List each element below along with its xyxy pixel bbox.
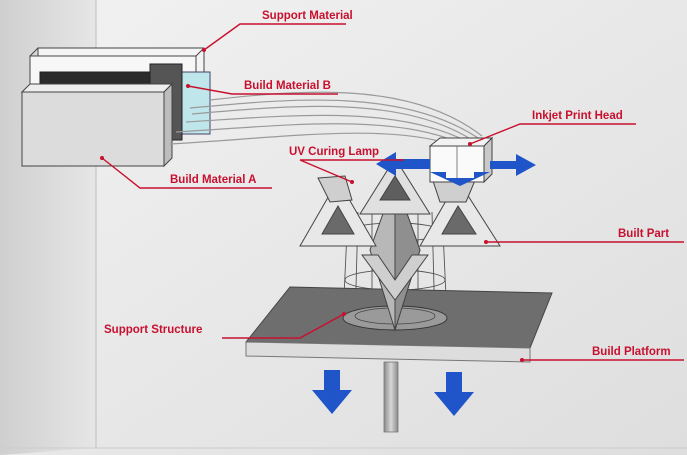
leader-build-material-a [101,157,272,189]
head-left-arrow [376,152,430,176]
leader-build-material-b [187,85,338,95]
leader-uv-curing-lamp [299,159,404,183]
head-down-arrow [430,172,490,186]
platform-rod [383,361,399,433]
motion-arrows [312,152,536,416]
label-build-material-a: Build Material A [170,174,256,186]
platform-down-arrow-left [312,370,352,414]
leader-inkjet-print-head [469,123,636,145]
head-right-arrow [490,154,536,176]
material-cartridges [20,47,211,168]
callout-leaders [101,23,684,361]
leader-support-material [203,23,346,51]
label-build-platform: Build Platform [592,346,671,358]
label-support-structure: Support Structure [104,324,202,336]
built-part [299,157,501,332]
leader-endpoints [100,48,524,362]
label-inkjet-print-head: Inkjet Print Head [532,110,623,122]
leader-support-structure [222,313,345,339]
label-support-material: Support Material [262,10,353,22]
label-uv-curing-lamp: UV Curing Lamp [289,146,379,158]
label-build-material-b: Build Material B [244,80,331,92]
platform-down-arrow-right [434,372,474,416]
build-material-a-cartridge [20,82,174,168]
feed-tubes [169,91,483,147]
label-built-part: Built Part [618,228,669,240]
callout-labels: Support Material Build Material B Inkjet… [104,10,671,358]
